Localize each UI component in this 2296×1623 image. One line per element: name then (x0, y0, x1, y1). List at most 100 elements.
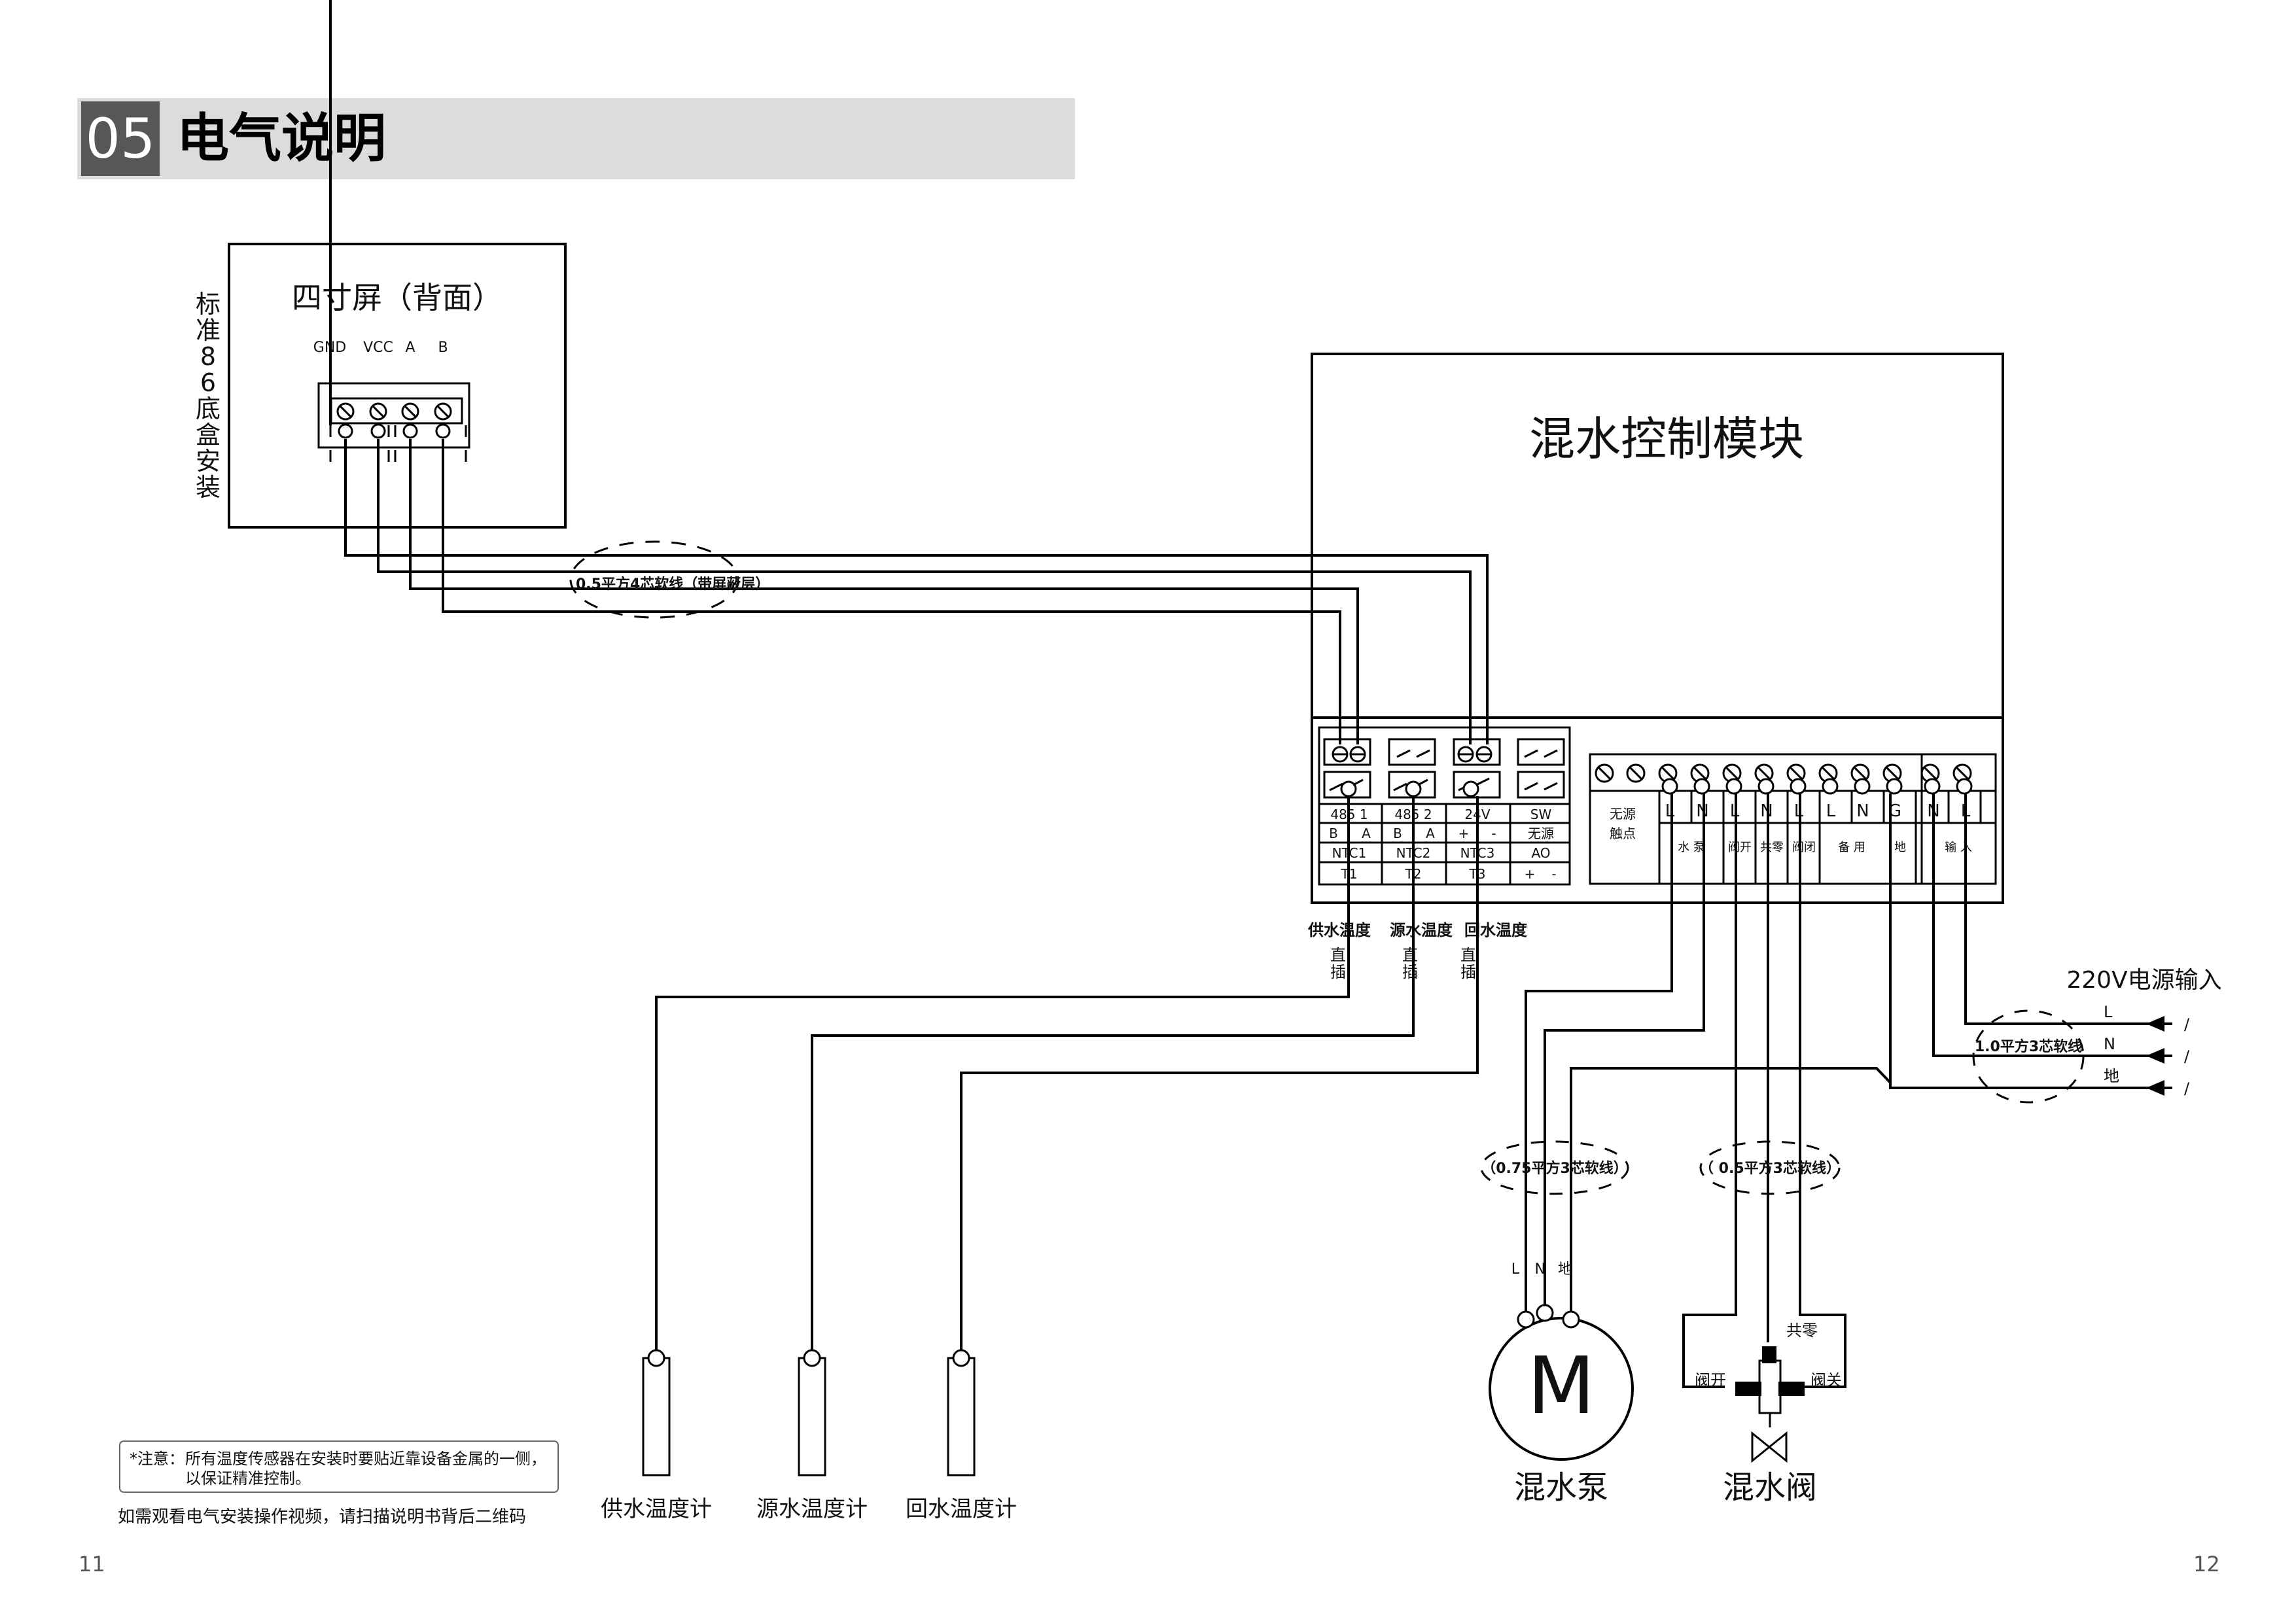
pump-terminal-icon (1536, 1304, 1554, 1322)
power-line-label: N (2104, 1035, 2115, 1053)
screen-terminal-label: B (438, 340, 448, 356)
screw-slash (1955, 766, 1969, 780)
sensor-label-source: 源水温度 (1390, 921, 1453, 939)
pin-group-label: 共零 (1760, 841, 1784, 854)
wire-a (409, 439, 1359, 744)
valve-symbol-icon (1751, 1431, 1788, 1463)
valve-close-label: 阀关 (1810, 1371, 1842, 1389)
terminal-label: - (1551, 866, 1556, 882)
wire-pump-n (1544, 794, 1705, 1312)
contact-slash-icon (1352, 778, 1364, 786)
pin-group-label: 阀闭 (1792, 841, 1816, 854)
wire-pump-earth (1570, 1067, 1892, 1318)
pump-wire-label: L (1511, 1261, 1520, 1278)
contact-slash-icon (1524, 749, 1538, 758)
contact-slash-icon (1544, 782, 1558, 791)
terminal-cover (1517, 738, 1565, 766)
cable-bundle-valve (1699, 1140, 1841, 1195)
wire-valve-close (1789, 794, 1846, 1388)
screw-slash (1757, 766, 1771, 780)
screw-slash (1693, 766, 1707, 780)
wire-power-earth (1889, 794, 2172, 1089)
wire-ring-icon (1757, 778, 1775, 795)
temperature-sensor-probe (947, 1357, 976, 1476)
video-hint: 如需观看电气安装操作视频，请扫描说明书背后二维码 (118, 1507, 526, 1527)
wire-pump-l (1525, 794, 1673, 1318)
valve-port (1735, 1382, 1761, 1396)
cable-bundle-pump (1480, 1140, 1629, 1195)
pin-group-label: 水 泵 (1678, 841, 1705, 854)
pump-motor-circle (1489, 1317, 1634, 1461)
temperature-sensor-label: 源水温度计 (756, 1496, 868, 1522)
terminal-cover (1517, 771, 1565, 799)
arrow-icon (2146, 1016, 2164, 1032)
valve-port (1778, 1382, 1805, 1396)
screw-slash (1923, 766, 1937, 780)
module-box (1311, 353, 2004, 904)
valve-body (1758, 1359, 1782, 1414)
wire-ring-icon (1956, 778, 1973, 795)
terminal-label: A (1362, 826, 1371, 841)
terminal-label: B (1329, 826, 1338, 841)
screw-slash (436, 405, 450, 418)
terminal-label: B (1393, 826, 1402, 841)
wire-ring-icon (1693, 778, 1710, 795)
screw-slash (404, 405, 417, 418)
arrow-icon (2146, 1080, 2164, 1096)
power-line-mark: / (2184, 1015, 2190, 1034)
pump-terminal-icon (1562, 1310, 1580, 1329)
terminal-cover (1453, 738, 1501, 766)
dry-contact-label: 无源 (1610, 806, 1636, 822)
contact-slash-icon (1416, 749, 1430, 758)
direct-plug-label-3: 直插 (1460, 946, 1476, 981)
label-char: 装 (196, 473, 221, 502)
power-cable-label: 1.0平方3芯软线 (1975, 1038, 2082, 1055)
wire-vcc (377, 439, 1472, 744)
valve-label: 混水阀 (1723, 1469, 1817, 1506)
pin-label: L (1826, 801, 1836, 821)
screen-terminal-label: VCC (363, 340, 393, 356)
section-title: 电气说明 (177, 108, 386, 169)
screen-title: 四寸屏（背面） (292, 280, 503, 315)
terminal-label: + (1458, 826, 1470, 841)
pin-label: L (1665, 801, 1675, 821)
label-char: 安 (196, 447, 221, 476)
pump-terminal-icon (1517, 1310, 1535, 1329)
power-input-title: 220V电源输入 (2066, 967, 2221, 994)
label-char: 直 (1402, 946, 1418, 964)
wire-power-l (1964, 794, 2172, 1025)
screw-slash (339, 405, 352, 418)
screw-slash (1629, 766, 1643, 780)
wire-power-n (1932, 794, 2172, 1057)
wire-ring-icon (402, 423, 418, 439)
terminal-label: A (1426, 826, 1435, 841)
screw-slash (1725, 766, 1739, 780)
arrow-icon (2146, 1048, 2164, 1064)
contact-slash-icon (1524, 782, 1538, 791)
wire-ring-icon (1661, 778, 1678, 795)
screw-slash (1661, 766, 1675, 780)
dry-contact-label: 触点 (1610, 826, 1636, 841)
contact-slash-icon (1417, 778, 1428, 786)
label-char: 准 (196, 316, 221, 345)
sensor-socket-icon (1462, 780, 1479, 797)
direct-plug-label-1: 直插 (1330, 946, 1346, 981)
wire-valve-open (1682, 794, 1737, 1388)
temperature-sensor-label: 回水温度计 (906, 1496, 1017, 1522)
contact-slash-icon (1475, 777, 1490, 786)
cable-bundle-485 (569, 540, 739, 619)
sensor-ring-icon (647, 1349, 665, 1367)
pump-wire-label: 地 (1558, 1261, 1572, 1278)
wire-gnd (344, 439, 1489, 744)
label-char: 盒 (196, 421, 221, 449)
cable-bundle-power (1972, 1009, 2085, 1104)
terminal-label: + (1525, 866, 1536, 882)
contact-slash-icon (1393, 782, 1407, 792)
label-char: 标 (196, 290, 221, 319)
pin-group-label: 输 入 (1945, 841, 1972, 854)
valve-open-label: 阀开 (1695, 1371, 1726, 1389)
sensor-label-return: 回水温度 (1464, 921, 1528, 939)
section-header-bar (77, 98, 1075, 179)
